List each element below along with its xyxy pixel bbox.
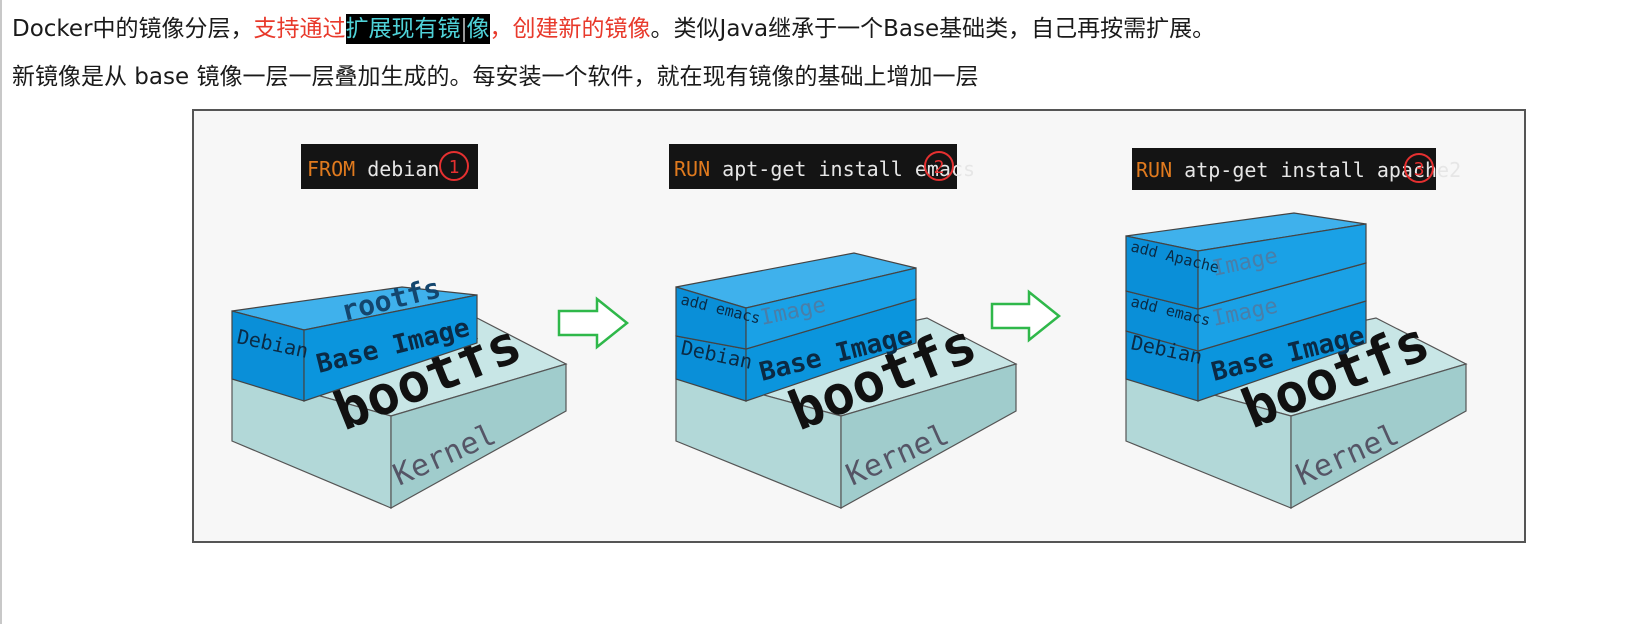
command-1-text: debian xyxy=(355,157,439,181)
layer-stack-3: Kernel bootfs add Apache Image add emacs… xyxy=(1125,212,1468,510)
svg-text:FROM debian: FROM debian xyxy=(307,157,439,181)
paragraph-1: Docker中的镜像分层，支持通过扩展现有镜像，创建新的镜像。类似Java继承于… xyxy=(12,12,1215,46)
step-1-number: 1 xyxy=(449,157,460,178)
p1-text-a: Docker中的镜像分层， xyxy=(12,16,254,42)
step-3-badge xyxy=(1404,153,1434,183)
command-box-1: FROM debian 1 xyxy=(301,144,478,189)
step-2-badge xyxy=(924,151,954,181)
text-cursor-icon xyxy=(462,17,465,42)
step-2-number: 2 xyxy=(934,157,945,178)
command-box-2: RUN apt-get install emacs 2 xyxy=(669,144,975,189)
step-3-number: 3 xyxy=(1414,159,1425,180)
layer-diagram-figure: FROM debian 1 RUN apt-get install emacs … xyxy=(192,109,1526,543)
svg-text:RUN atp-get install apache2: RUN atp-get install apache2 xyxy=(1136,158,1461,182)
command-3-text: atp-get install apache2 xyxy=(1172,158,1461,182)
p1-selected-text-a: 扩展现有镜 xyxy=(345,16,461,42)
p1-red-text-1: 支持通过 xyxy=(253,16,346,42)
p1-text-b: 。类似Java继承于一个Base基础类，自己再按需扩展。 xyxy=(650,16,1216,42)
layer-stack-2: Kernel bootfs add emacs Image Debian Bas… xyxy=(675,252,1018,510)
arrow-right-icon-1 xyxy=(557,296,630,350)
paragraph-2: 新镜像是从 base 镜像一层一层叠加生成的。每安装一个软件，就在现有镜像的基础… xyxy=(12,64,979,90)
p1-selected-text[interactable]: 扩展现有镜像 xyxy=(345,14,490,44)
arrow-right-icon-2 xyxy=(990,289,1062,343)
command-box-3: RUN atp-get install apache2 3 xyxy=(1132,148,1461,190)
command-3-keyword: RUN xyxy=(1136,158,1172,182)
command-1-keyword: FROM xyxy=(307,157,355,181)
p1-selected-text-b: 像 xyxy=(466,16,490,42)
left-border xyxy=(0,0,2,624)
layer-diagram-svg: FROM debian 1 RUN apt-get install emacs … xyxy=(231,144,1468,510)
p1-red-text-2: ，创建新的镜像 xyxy=(489,16,651,42)
command-2-keyword: RUN xyxy=(674,157,710,181)
step-1-badge xyxy=(439,151,469,181)
layer-stack-1: Kernel bootfs rootfs Debian Base Image xyxy=(231,271,568,510)
